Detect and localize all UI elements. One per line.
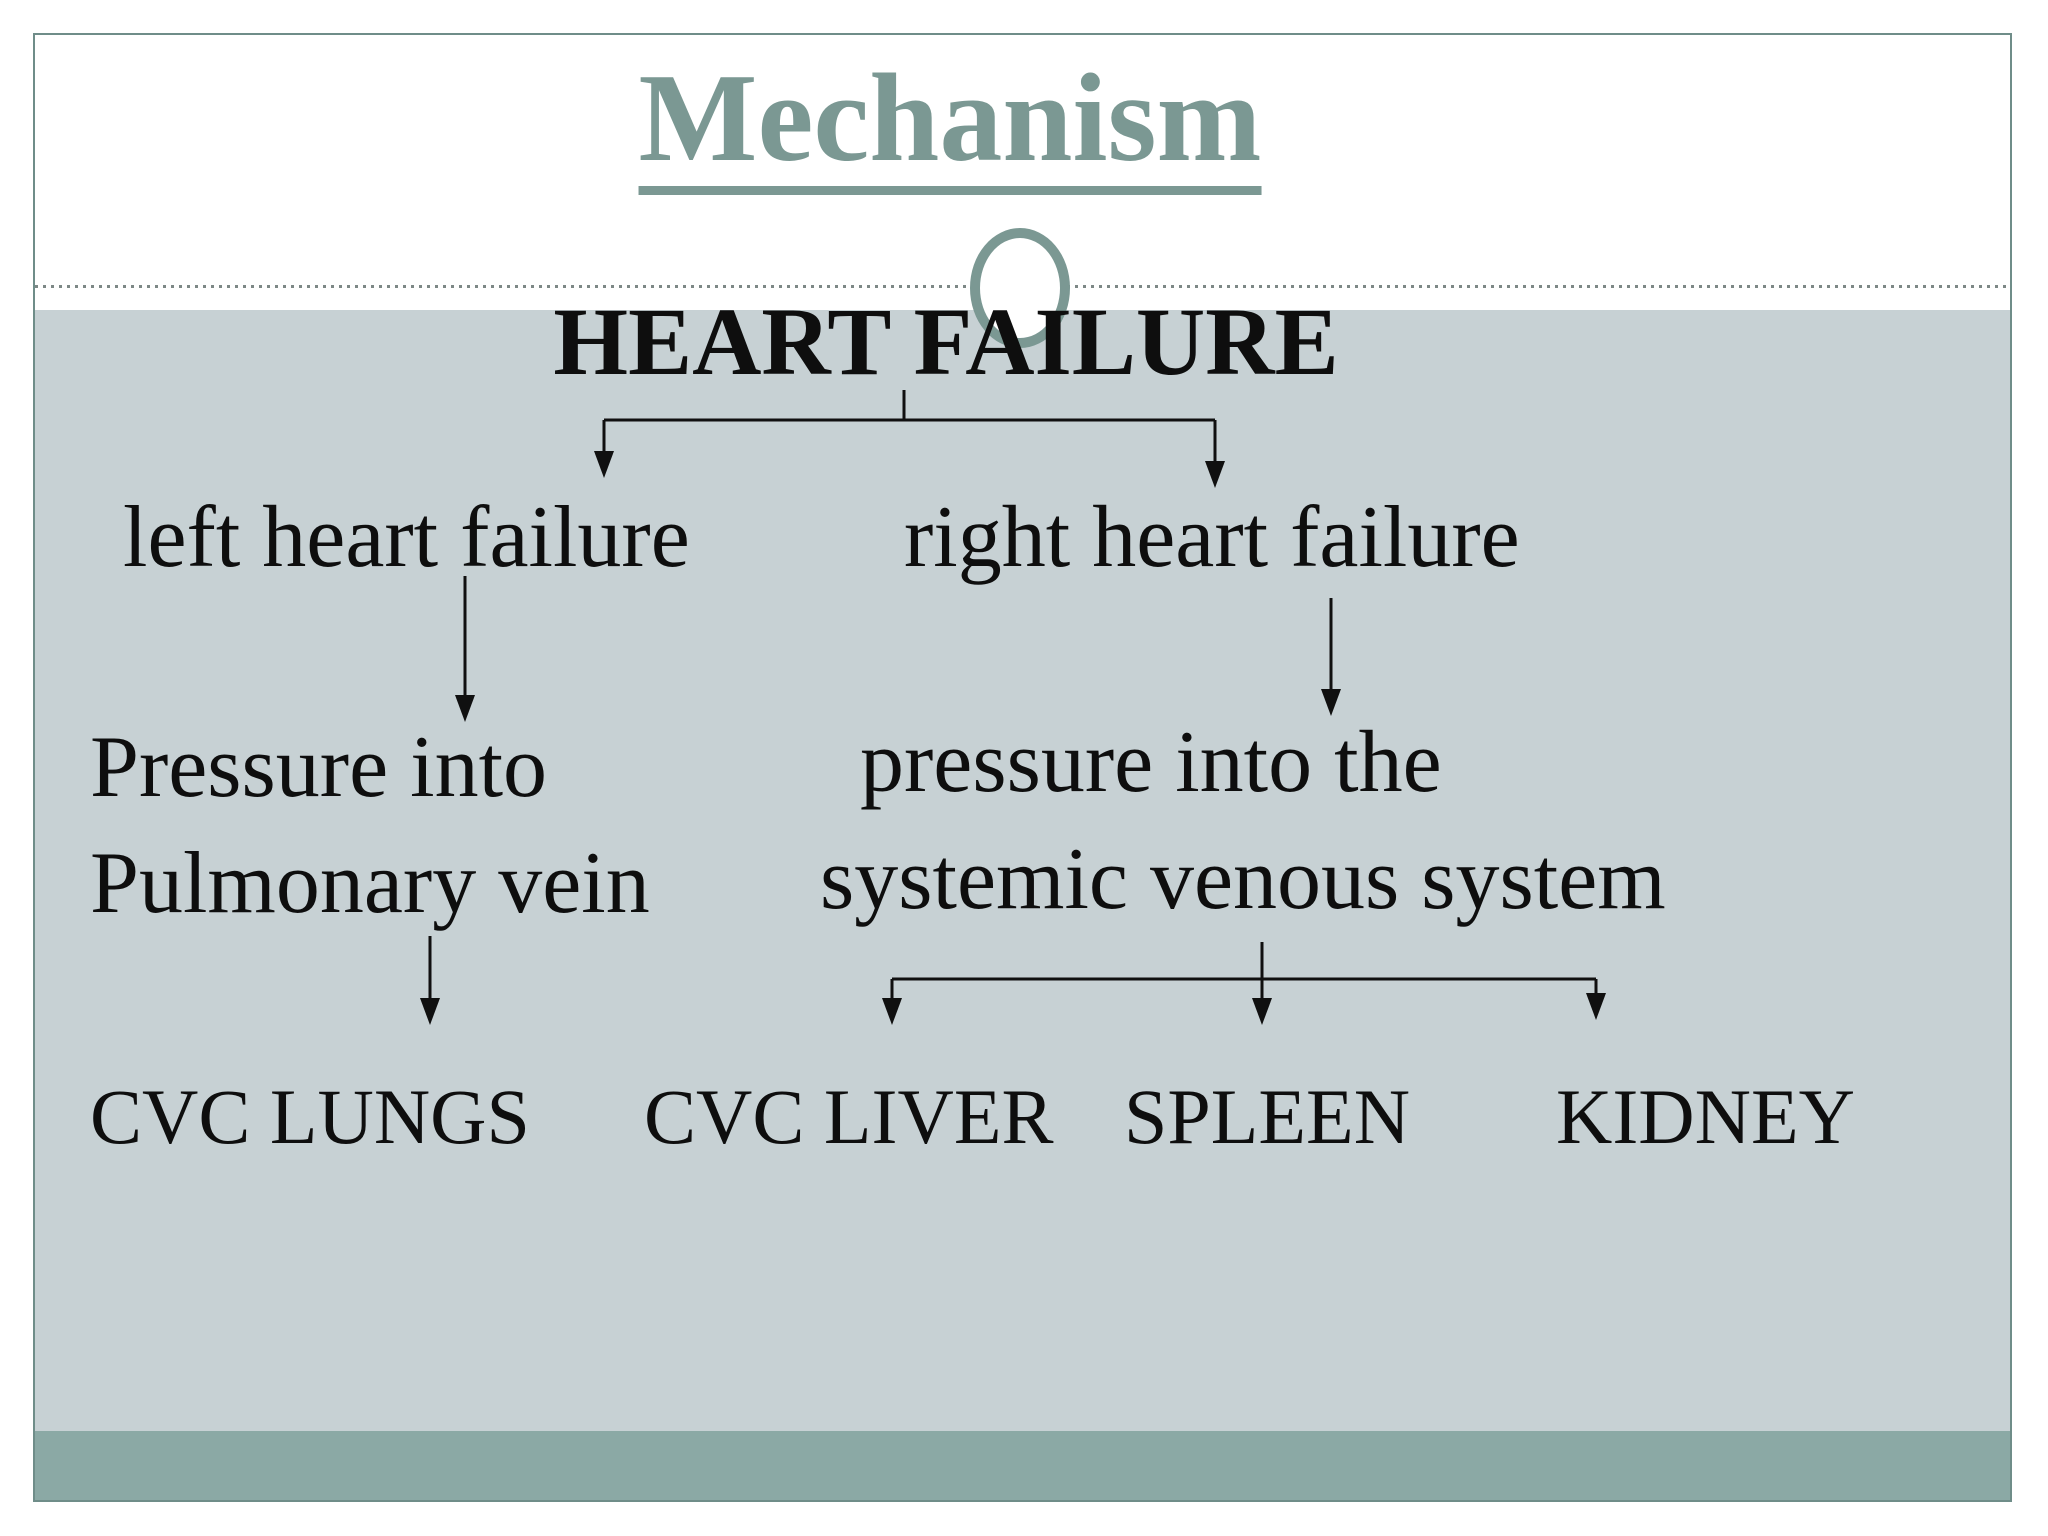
node-cvc-liver: CVC LIVER — [644, 1073, 1054, 1160]
content-background-band — [35, 310, 2010, 1431]
node-kidney: KIDNEY — [1556, 1073, 1855, 1160]
footer-accent-bar — [35, 1431, 2010, 1500]
node-pulmonary-vein: Pulmonary vein — [90, 835, 650, 932]
node-cvc-lungs: CVC LUNGS — [90, 1073, 530, 1160]
node-systemic-venous-system: systemic venous system — [820, 831, 1666, 928]
node-right-heart-failure: right heart failure — [904, 489, 1520, 586]
slide-title: Mechanism — [638, 56, 1262, 195]
node-left-heart-failure: left heart failure — [123, 489, 690, 586]
presentation-slide: Mechanism HEART FAILURE left heart failu… — [33, 33, 2012, 1502]
node-pressure-into: Pressure into — [90, 719, 548, 816]
decorative-ring-icon — [970, 228, 1070, 348]
node-heart-failure: HEART FAILURE — [553, 288, 1339, 395]
node-pressure-into-the: pressure into the — [860, 714, 1442, 811]
node-spleen: SPLEEN — [1124, 1073, 1411, 1160]
